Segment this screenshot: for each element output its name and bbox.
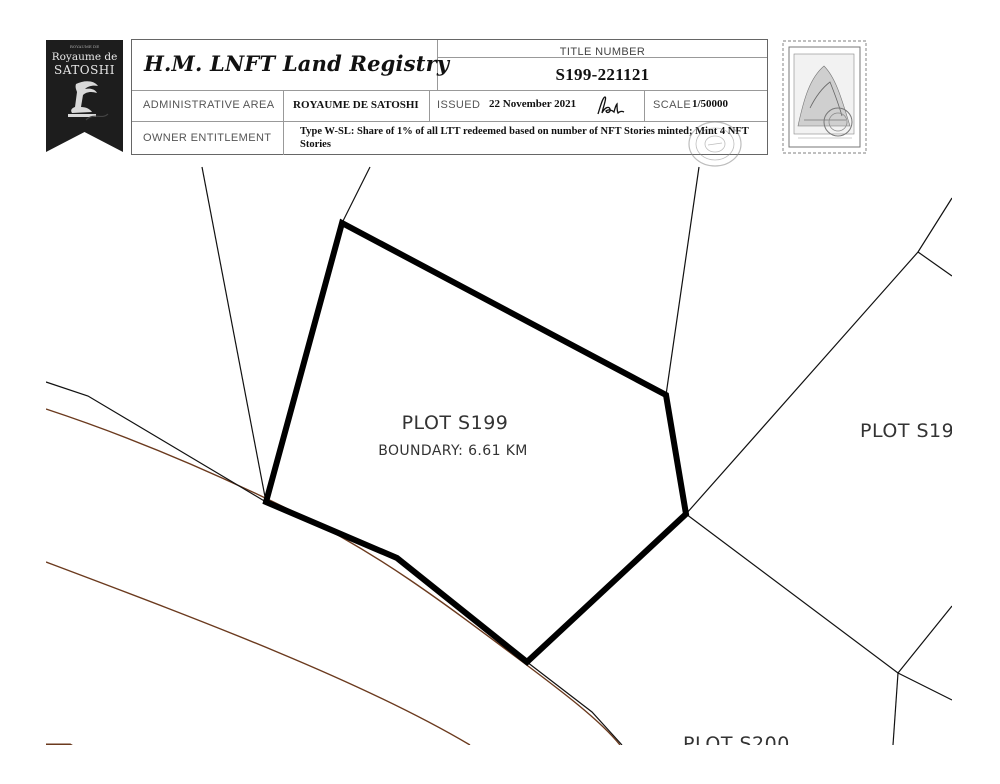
- neighbor-plot-right-label: PLOT S19: [860, 420, 954, 442]
- logo-text-line2: SATOSHI: [54, 63, 115, 77]
- administrative-area-label: ADMINISTRATIVE AREA: [143, 99, 275, 111]
- scale-label: SCALE: [653, 99, 692, 111]
- registry-title: H.M. LNFT Land Registry: [144, 51, 450, 76]
- plot-s199-outline[interactable]: [262, 218, 690, 666]
- royaume-de-satoshi-logo: ROYAUME DE Royaume de SATOSHI: [46, 40, 123, 152]
- parcel-line-north-3: [665, 166, 700, 396]
- postage-stamp: [782, 40, 867, 154]
- administrative-area-label-cell: ADMINISTRATIVE AREA: [132, 91, 284, 122]
- parcel-line-southeast-3: [897, 672, 953, 701]
- parcel-line-east-2: [917, 251, 953, 277]
- svg-text:ROYAUME DE: ROYAUME DE: [70, 44, 99, 49]
- administrative-area-value: ROYAUME DE SATOSHI: [293, 99, 419, 111]
- parcel-line-southeast-2: [897, 605, 953, 674]
- signature-mark: [597, 96, 625, 115]
- owner-entitlement-value: Type W-SL: Share of 1% of all LTT redeem…: [300, 126, 749, 150]
- parcel-line-southeast-1: [685, 513, 899, 674]
- parcel-line-north-1: [201, 166, 267, 503]
- title-number-value-cell: S199-221121: [438, 58, 767, 91]
- plot-s199-boundary-label: BOUNDARY: 6.61 KM: [378, 443, 528, 459]
- parcel-line-west-1: [45, 381, 267, 503]
- river-line-upper: [45, 408, 621, 746]
- scale-value: 1/50000: [692, 98, 729, 110]
- parcel-line-south-1: [526, 661, 623, 746]
- winged-boot-icon: [68, 81, 98, 117]
- issued-cell: ISSUED 22 November 2021: [430, 91, 645, 122]
- owner-entitlement-label: OWNER ENTITLEMENT: [143, 132, 272, 144]
- registry-header-table: H.M. LNFT Land Registry TITLE NUMBER S19…: [131, 39, 768, 155]
- title-number-label: TITLE NUMBER: [559, 46, 646, 58]
- registry-title-cell: H.M. LNFT Land Registry: [132, 40, 449, 91]
- administrative-area-value-cell: ROYAUME DE SATOSHI: [284, 91, 430, 122]
- river-line-lower: [45, 561, 471, 746]
- title-number-label-cell: TITLE NUMBER: [438, 40, 767, 58]
- logo-text-line1: Royaume de: [52, 51, 118, 63]
- plot-s199-label: PLOT S199: [402, 412, 509, 434]
- parcel-line-north-2: [341, 166, 371, 224]
- issued-date: 22 November 2021: [489, 98, 577, 110]
- issued-label: ISSUED: [437, 99, 481, 111]
- owner-entitlement-label-cell: OWNER ENTITLEMENT: [132, 122, 284, 155]
- title-number-value: S199-221121: [555, 65, 650, 84]
- parcel-line-east-1: [685, 197, 953, 515]
- scale-cell: SCALE 1/50000: [645, 91, 767, 122]
- owner-entitlement-value-cell: Type W-SL: Share of 1% of all LTT redeem…: [284, 122, 767, 155]
- parcel-line-southeast-4: [892, 672, 899, 746]
